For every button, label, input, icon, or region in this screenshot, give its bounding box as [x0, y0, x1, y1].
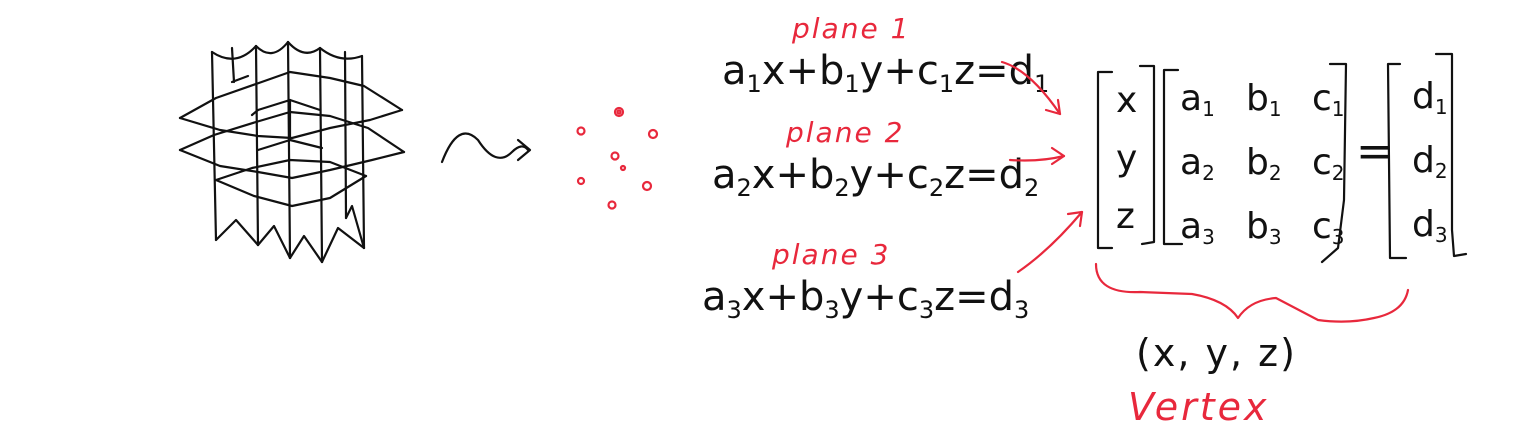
arrow-plane-2 [1008, 154, 1066, 162]
arrow-plane-3-head [1066, 210, 1084, 228]
unknown-y: y [1116, 138, 1137, 179]
vertex-label: Vertex [1128, 385, 1270, 429]
plane-label: plane 3 [771, 238, 890, 271]
coefficient-c3: c3 [1312, 206, 1345, 249]
constant-d1: d1 [1412, 76, 1448, 119]
unknowns-brackets [1096, 64, 1156, 250]
constants-vector: d1 d2 d3 [1412, 76, 1448, 247]
unknown-x: x [1116, 80, 1137, 121]
underbrace [1094, 262, 1410, 323]
arrow-plane-3 [1016, 210, 1084, 274]
equals-sign: = [1356, 126, 1393, 177]
plane-equation: a3x+b3y+c3z=d3 [702, 274, 1029, 324]
coefficient-matrix: a1 b1 c1 a2 b2 c2 a3 b3 c3 [1180, 78, 1345, 249]
plane-label: plane 2 [785, 116, 904, 149]
plane-equation: a1x+b1y+c1z=d1 [722, 48, 1049, 98]
arrow-plane-1 [1000, 60, 1062, 116]
matrix-equation: xyz a1 b1 c1 a2 b2 c2 a3 b3 c3 = d1 d2 d3 [1096, 52, 1468, 264]
arrow-plane-1-head [1044, 98, 1062, 116]
plane-grid-icon [178, 40, 406, 264]
plane-equation: a2x+b2y+c2z=d2 [712, 152, 1039, 202]
constant-d3: d3 [1412, 204, 1448, 247]
coefficient-b1: b1 [1246, 78, 1282, 121]
arrow-plane-2-head [1050, 146, 1066, 166]
coefficient-a1: a1 [1180, 78, 1215, 121]
plane-label: plane 1 [791, 12, 910, 45]
coefficient-a3: a3 [1180, 206, 1215, 249]
unknowns-vector: xyz [1116, 80, 1137, 237]
squiggle-arrow-icon [440, 132, 532, 164]
constant-d2: d2 [1412, 140, 1448, 183]
arrows-to-matrix [1000, 60, 1084, 274]
coefficient-b3: b3 [1246, 206, 1282, 249]
unknown-z: z [1116, 196, 1135, 237]
coefficient-brackets [1162, 62, 1348, 264]
vertex-points-icon [576, 106, 659, 210]
constants-brackets [1386, 52, 1468, 260]
coefficient-c1: c1 [1312, 78, 1345, 121]
coefficient-c2: c2 [1312, 142, 1345, 185]
vertex-tuple: (x, y, z) [1136, 331, 1297, 375]
coefficient-a2: a2 [1180, 142, 1215, 185]
coefficient-b2: b2 [1246, 142, 1282, 185]
